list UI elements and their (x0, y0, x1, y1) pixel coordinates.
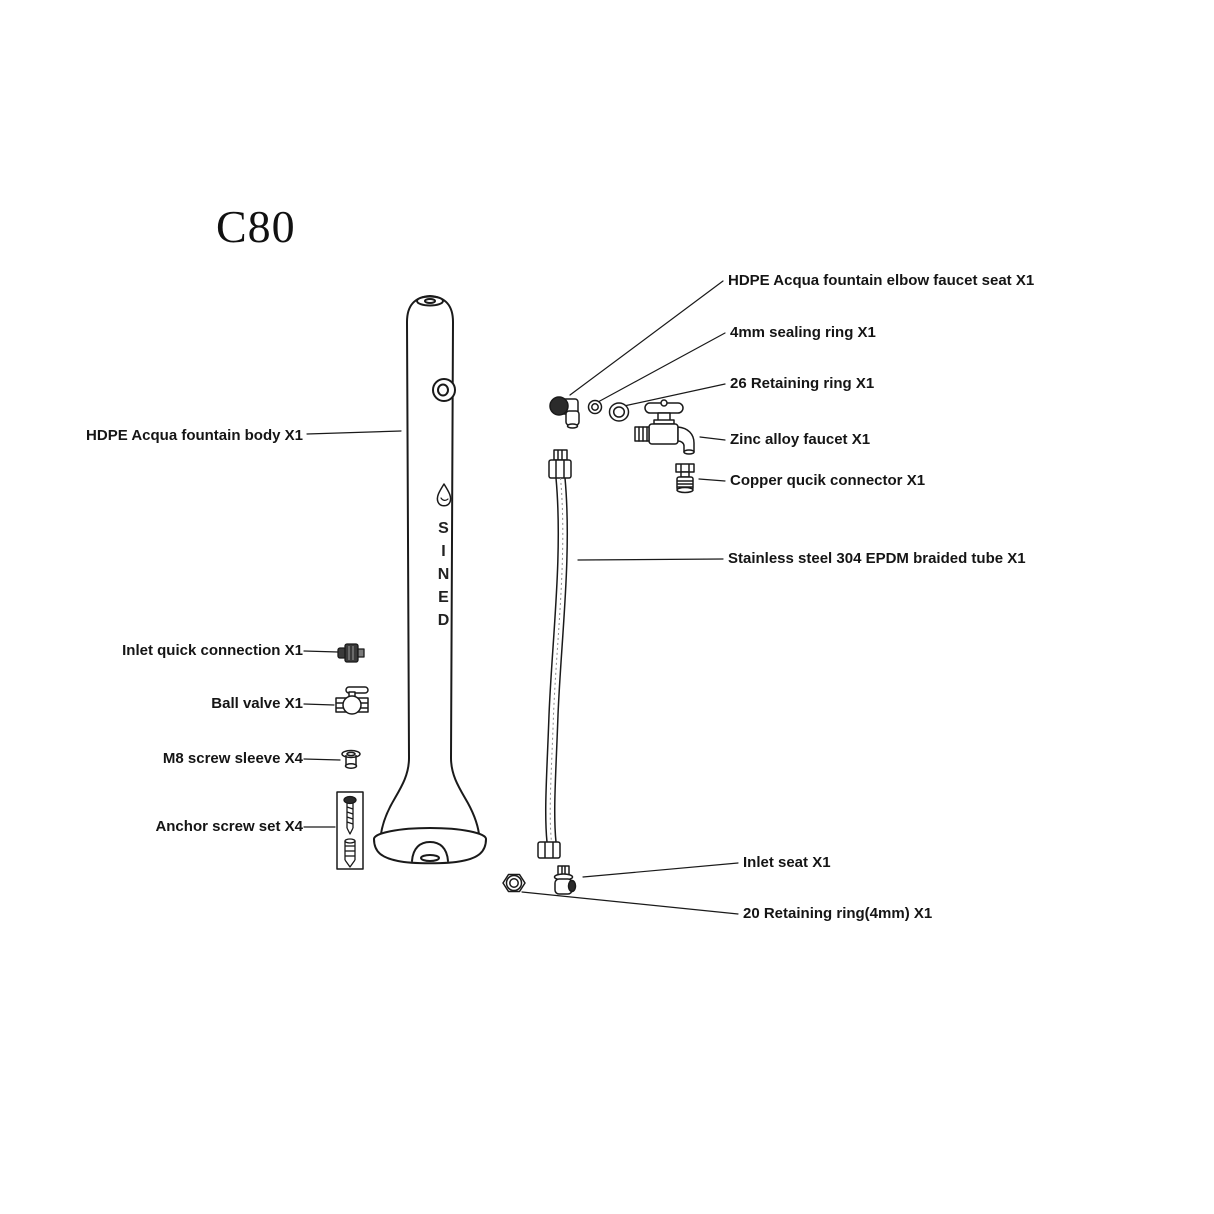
fountain-body-drawing (373, 295, 487, 865)
leader-20-retaining-ring (521, 891, 739, 915)
leader-lines (303, 280, 739, 915)
elbow-faucet-seat-drawing (549, 396, 580, 429)
label-m8-screw-sleeve: M8 screw sleeve X4 (162, 750, 303, 767)
label-fountain-body: HDPE Acqua fountain body X1 (86, 427, 303, 444)
leader-fountain-body (306, 430, 402, 435)
model-title: C80 (216, 201, 296, 252)
fountain-column (380, 295, 480, 835)
copper-connector-drawing (675, 463, 695, 494)
inlet-quick-connection-drawing (337, 643, 365, 663)
leader-braided-tube (577, 558, 724, 561)
retaining-ring-20-drawing (502, 873, 526, 893)
leader-inlet-seat (582, 862, 739, 878)
inlet-seat-opening (567, 879, 577, 893)
label-26-retaining-ring: 26 Retaining ring X1 (730, 375, 875, 392)
leader-elbow-faucet-seat (569, 280, 724, 396)
faucet-hole-inner (437, 383, 449, 397)
retaining-ring-26-drawing (608, 402, 630, 422)
brand-drop-swirl (440, 497, 449, 501)
label-sealing-ring: 4mm sealing ring X1 (730, 324, 876, 341)
top-drain-inner (424, 298, 436, 304)
leader-sealing-ring (597, 332, 726, 403)
anchor-set-box (336, 791, 364, 870)
brand-logo-text: SINED (435, 519, 452, 635)
m8-screw-sleeve-drawing (341, 749, 361, 769)
ball-valve-drawing (335, 686, 369, 715)
leader-ball-valve (303, 703, 335, 706)
zinc-faucet-drawing (634, 399, 695, 455)
base-arch-hole (420, 854, 440, 862)
label-elbow-faucet-seat: HDPE Acqua fountain elbow faucet seat X1 (728, 272, 1035, 289)
sealing-ring-drawing (587, 399, 603, 415)
anchor-screw-set-drawing (336, 791, 364, 870)
elbow-seat-opening (549, 396, 569, 416)
faucet-spout (677, 426, 695, 453)
label-ball-valve: Ball valve X1 (211, 695, 303, 712)
label-anchor-screw-set: Anchor screw set X4 (155, 818, 303, 835)
leader-zinc-faucet (699, 436, 726, 441)
label-braided-tube: Stainless steel 304 EPDM braided tube X1 (728, 550, 1026, 567)
leader-inlet-quick-connection (303, 650, 339, 653)
leader-26-retaining-ring (623, 383, 726, 407)
label-20-retaining-ring: 20 Retaining ring(4mm) X1 (743, 905, 933, 922)
label-inlet-quick-connection: Inlet quick connection X1 (122, 642, 303, 659)
label-copper-connector: Copper qucik connector X1 (730, 472, 926, 489)
label-inlet-seat: Inlet seat X1 (743, 854, 831, 871)
leader-m8-screw-sleeve (303, 758, 341, 761)
inlet-seat-drawing (553, 865, 577, 895)
braided-tube-drawing (537, 449, 572, 859)
leader-copper-connector (698, 478, 726, 482)
faucet-body (648, 423, 679, 445)
label-zinc-faucet: Zinc alloy faucet X1 (730, 431, 871, 448)
